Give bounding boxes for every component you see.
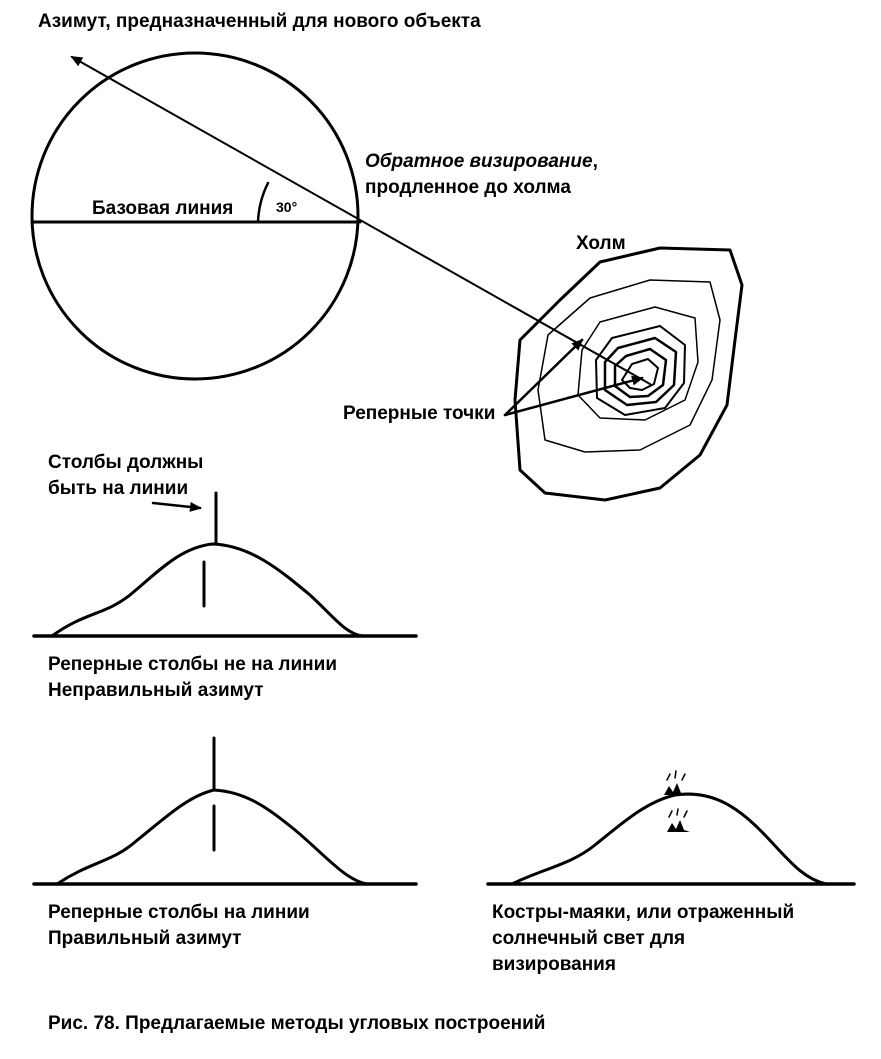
figure-caption: Рис. 78. Предлагаемые методы угловых пос… — [48, 1013, 545, 1034]
poles-label-2: быть на линии — [48, 478, 188, 499]
wrong-label-1: Реперные столбы не на линии — [48, 654, 337, 675]
right-label-1: Реперные столбы на линии — [48, 902, 310, 923]
hill-profile-3 — [510, 792, 828, 886]
hill-profile-1 — [50, 542, 364, 638]
reference-points-label: Реперные точки — [343, 403, 495, 424]
angle-label: 30° — [276, 199, 297, 215]
panel-fires: Костры-маяки, или отраженный солнечный с… — [486, 770, 856, 975]
panel-right: Реперные столбы на линии Правильный азим… — [32, 736, 418, 949]
poles-label-1: Столбы должны — [48, 452, 203, 473]
hill-contours — [513, 246, 744, 502]
poles-arrow — [151, 501, 202, 512]
compass-circle — [30, 51, 360, 381]
backsight-label-1: Обратное визирование, — [365, 151, 598, 172]
panel-wrong: Реперные столбы не на линии Неправильный… — [32, 491, 418, 701]
hill-label: Холм — [576, 233, 626, 254]
azimuth-label: Азимут, предназначенный для нового объек… — [38, 11, 481, 32]
reference-arrow-1 — [503, 338, 584, 417]
caption-text: Предлагаемые методы угловых построений — [120, 1013, 546, 1034]
wrong-label-2: Неправильный азимут — [48, 680, 264, 701]
fires-label-1: Костры-маяки, или отраженный — [492, 902, 794, 923]
caption-prefix: Рис. 78. — [48, 1013, 120, 1034]
reference-arrow-2 — [503, 375, 644, 417]
baseline-label: Базовая линия — [92, 198, 233, 219]
hill-profile-2 — [55, 788, 369, 886]
fires-label-3: визирования — [492, 954, 616, 975]
right-label-2: Правильный азимут — [48, 928, 241, 949]
fire-icon-far — [667, 808, 690, 832]
backsight-label-2: продленное до холма — [365, 177, 571, 198]
fires-label-2: солнечный свет для — [492, 928, 685, 949]
fire-icon-top — [664, 770, 686, 795]
angle-arc — [256, 181, 270, 224]
